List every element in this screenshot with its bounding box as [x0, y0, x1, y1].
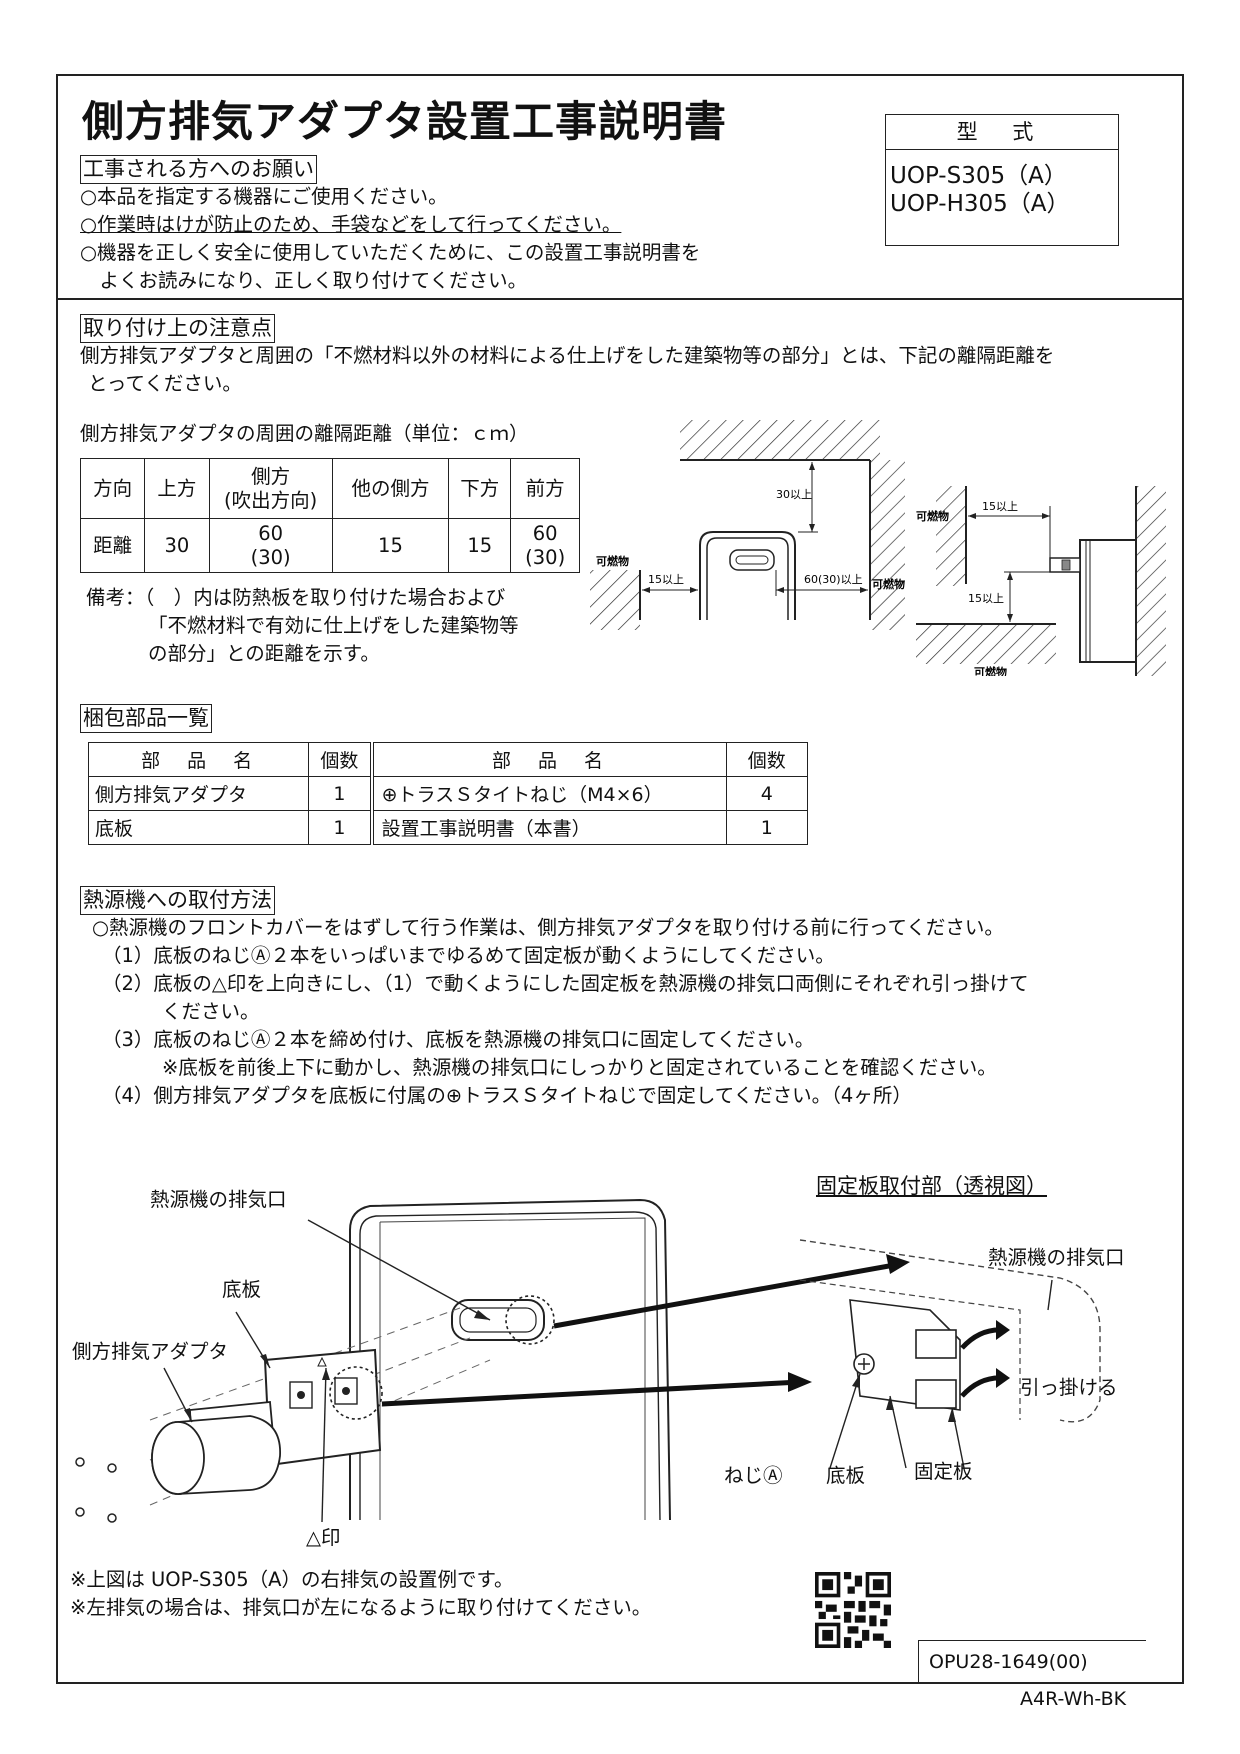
parts-heading: 梱包部品一覧 [80, 704, 212, 733]
install-line: ※底板を前後上下に動かし、熱源機の排気口にしっかりと固定されていることを確認くだ… [162, 1056, 997, 1079]
dim-label: 15以上 [982, 500, 1018, 513]
clearance-header-cell: 上方 [144, 458, 210, 519]
parts-header-cell: 個数 [308, 742, 373, 777]
dim-label: 30以上 [776, 488, 812, 501]
combustible-label: 可燃物 [596, 554, 629, 568]
table-row: 側方排気アダプタ 1 ⊕トラスＳタイトねじ（M4×6） 4 [87, 776, 809, 811]
dim-label: 15以上 [648, 573, 684, 586]
label-triangle-mark: △印 [306, 1526, 341, 1549]
label-hook: 引っ掛ける [1020, 1376, 1118, 1399]
model-heading: 型 式 [886, 115, 1118, 150]
clearance-value: 60 [532, 521, 558, 545]
clearance-value: (30) [250, 545, 291, 569]
document-title: 側方排気アダプタ設置工事説明書 [82, 97, 728, 146]
dim-label: 60(30)以上 [804, 573, 863, 586]
cautions-text: 側方排気アダプタと周囲の「不燃材料以外の材料による仕上げをした建築物等の部分」と… [80, 342, 1054, 398]
install-line: ください。 [162, 1000, 260, 1023]
clearance-cell: 60 (30) [510, 518, 580, 573]
combustible-label: 可燃物 [974, 665, 1007, 676]
clearance-cell: 15 [331, 518, 450, 573]
part-qty: 4 [725, 776, 809, 811]
clearance-cell: 距離 [79, 518, 146, 573]
label-screw: ねじⒶ [724, 1464, 783, 1487]
combustible-label: 可燃物 [872, 577, 905, 591]
clearance-header-cell: 方向 [79, 458, 146, 519]
dim-label: 15以上 [968, 592, 1004, 605]
label-exhaust-port: 熱源機の排気口 [150, 1188, 287, 1211]
note-line: 「不燃材料で有効に仕上げをした建築物等 [148, 614, 519, 637]
document-code: OPU28-1649(00) [918, 1640, 1146, 1682]
clearance-header-cell: 側方 (吹出方向) [208, 458, 333, 519]
install-line: （4）側方排気アダプタを底板に付属の⊕トラスＳタイトねじで固定してください。（4… [102, 1084, 912, 1107]
install-line: ○熱源機のフロントカバーをはずして行う作業は、側方排気アダプタを取り付ける前に行… [92, 916, 1004, 939]
clearance-cell: 30 [144, 518, 210, 573]
clearance-header-cell: 他の側方 [331, 458, 450, 519]
label-detail-exhaust: 熱源機の排気口 [988, 1246, 1125, 1269]
install-line: （1）底板のねじⒶ２本をいっぱいまでゆるめて固定板が動くようにしてください。 [102, 944, 835, 967]
clearance-header-text: (吹出方向) [224, 488, 318, 512]
clearance-value: (30) [525, 545, 566, 569]
clearance-cell: 60 (30) [208, 518, 333, 573]
cautions-line: 側方排気アダプタと周囲の「不燃材料以外の材料による仕上げをした建築物等の部分」と… [80, 344, 1055, 367]
label-base-plate: 底板 [222, 1278, 262, 1301]
clearance-table: 方向 上方 側方 (吹出方向) 他の側方 下方 前方 距離 30 60 (30)… [79, 458, 580, 573]
request-line: ○機器を正しく安全に使用していただくために、この設置工事説明書を [80, 241, 701, 264]
request-line: よくお読みになり、正しく取り付けてください。 [80, 269, 528, 292]
model-number: UOP-S305（A） [890, 163, 1067, 189]
part-qty: 1 [308, 776, 373, 811]
clearance-cell: 15 [448, 518, 512, 573]
clearance-note: 備考：（ ）内は防熱板を取り付けた場合および 「不燃材料で有効に仕上げをした建築… [86, 584, 519, 668]
clearance-caption: 側方排気アダプタの周囲の離隔距離（単位：ｃｍ） [80, 422, 529, 445]
detail-title: 固定板取付部（透視図） [816, 1174, 1047, 1198]
install-line: （3）底板のねじⒶ２本を締め付け、底板を熱源機の排気口に固定してください。 [102, 1028, 815, 1051]
install-steps: ○熱源機のフロントカバーをはずして行う作業は、側方排気アダプタを取り付ける前に行… [92, 914, 1029, 1110]
label-adapter: 側方排気アダプタ [72, 1340, 229, 1363]
note-line: の部分」との距離を示す。 [148, 642, 380, 665]
part-name: ⊕トラスＳタイトねじ（M4×6） [369, 776, 727, 811]
part-name: 側方排気アダプタ [87, 776, 310, 811]
install-heading: 熱源機への取付方法 [80, 886, 275, 915]
model-number: UOP-H305（A） [890, 191, 1070, 217]
installation-figure [75, 1198, 1101, 1523]
clearance-diagram-side: 15以上 可燃物 15以上 可燃物 [916, 486, 1166, 676]
part-name: 設置工事説明書（本書） [369, 810, 727, 845]
request-line: ○作業時はけが防止のため、手袋などをして行ってください。 [80, 213, 622, 236]
combustible-label: 可燃物 [916, 509, 949, 523]
clearance-header-cell: 前方 [510, 458, 580, 519]
clearance-header-text: 側方 [251, 464, 291, 488]
footnote-line: ※上図は UOP-S305（A）の右排気の設置例です。 [70, 1568, 514, 1591]
note-line: 備考：（ ）内は防熱板を取り付けた場合および [86, 586, 506, 609]
label-detail-base: 底板 [826, 1464, 866, 1487]
cautions-heading: 取り付け上の注意点 [80, 314, 275, 343]
label-fixing-plate: 固定板 [914, 1460, 973, 1483]
parts-header-cell: 部 品 名 [369, 742, 727, 777]
paper-code: A4R-Wh-BK [1020, 1688, 1127, 1710]
install-line: （2）底板の△印を上向きにし、（1）で動くようにした固定板を熱源機の排気口両側に… [102, 972, 1029, 995]
part-qty: 1 [308, 810, 373, 845]
header-divider [56, 298, 1184, 300]
table-row: 底板 1 設置工事説明書（本書） 1 [87, 810, 809, 845]
parts-header-cell: 部 品 名 [87, 742, 310, 777]
page-frame [56, 74, 1184, 1684]
parts-table: 部 品 名 個数 部 品 名 個数 側方排気アダプタ 1 ⊕トラスＳタイトねじ（… [87, 742, 809, 845]
request-list: ○本品を指定する機器にご使用ください。 ○作業時はけが防止のため、手袋などをして… [80, 183, 700, 295]
footnotes: ※上図は UOP-S305（A）の右排気の設置例です。 ※左排気の場合は、排気口… [70, 1566, 651, 1622]
part-name: 底板 [87, 810, 310, 845]
part-qty: 1 [725, 810, 809, 845]
clearance-diagram-front: 30以上 15以上 60(30)以上 可燃物 可燃物 [590, 420, 905, 630]
parts-header-cell: 個数 [725, 742, 809, 777]
cautions-line: とってください。 [88, 372, 242, 395]
request-line: ○本品を指定する機器にご使用ください。 [80, 185, 448, 208]
qr-code [815, 1572, 891, 1648]
clearance-header-cell: 下方 [448, 458, 512, 519]
footnote-line: ※左排気の場合は、排気口が左になるように取り付けてください。 [70, 1596, 652, 1619]
request-heading: 工事される方へのお願い [80, 155, 317, 184]
clearance-value: 60 [258, 521, 284, 545]
model-box: 型 式 UOP-S305（A） UOP-H305（A） [885, 114, 1119, 246]
